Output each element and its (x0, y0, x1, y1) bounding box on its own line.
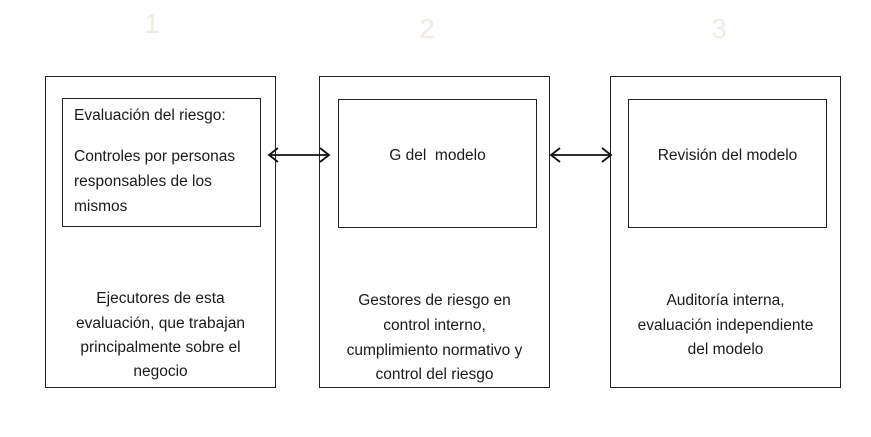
column-1-inner-line-3: mismos (74, 198, 128, 215)
step-number-2: 2 (419, 13, 435, 44)
column-1-inner-line-1: Controles por personas (74, 148, 236, 165)
column-2-bottom-line-3: cumplimiento normativo y (346, 342, 523, 359)
column-3-inner-box (628, 99, 827, 228)
column-2-bottom-line-2: control interno, (383, 317, 486, 334)
column-1-inner-line-2: responsables de los (74, 173, 212, 190)
column-1-bottom-line-2: evaluación, que trabajan (76, 315, 245, 332)
column-1-bottom-line-3: principalmente sobre el (80, 339, 241, 356)
column-2-inner-box (338, 99, 537, 228)
column-1-bottom-line-4: negocio (133, 363, 188, 380)
double-arrow-2-3 (549, 147, 613, 163)
column-2-bottom-line-1: Gestores de riesgo en (358, 292, 511, 309)
column-1-bottom-line-1: Ejecutores de esta (96, 290, 225, 307)
double-arrow-1-2 (267, 147, 331, 163)
column-1-inner-title: Evaluación del riesgo: (74, 107, 226, 124)
column-2-bottom-line-4: control del riesgo (375, 366, 494, 383)
column-3-bottom-line-3: del modelo (687, 341, 764, 358)
column-3-inner-text: Revisión del modelo (657, 147, 798, 164)
column-2-inner-text: G del modelo (389, 147, 486, 164)
step-number-3: 3 (711, 13, 727, 44)
step-number-1: 1 (144, 8, 160, 39)
column-3-bottom-line-1: Auditoría interna, (666, 292, 785, 309)
column-3-bottom-line-2: evaluación independiente (637, 317, 814, 334)
column-1-inner-box (62, 98, 261, 227)
